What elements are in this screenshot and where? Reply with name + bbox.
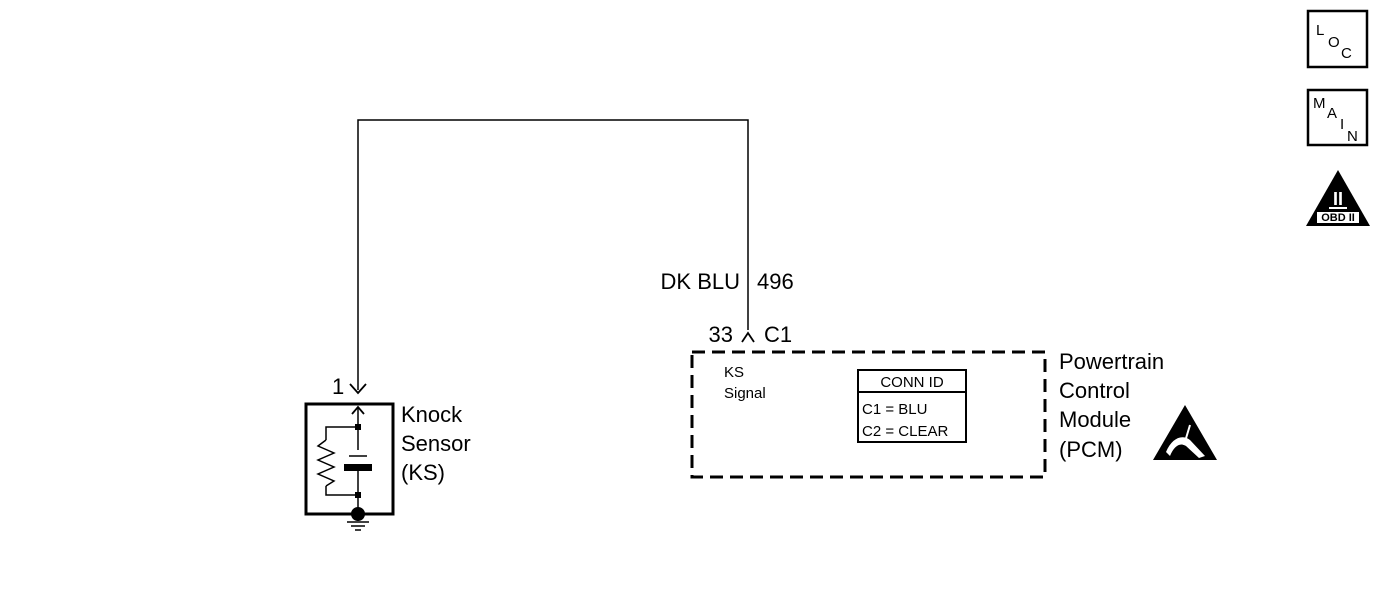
wire-circuit-label: 496 [757, 269, 794, 294]
esd-warning-icon [1153, 405, 1217, 460]
conn-id-header: CONN ID [880, 374, 944, 391]
connector-id-label: C1 [764, 322, 792, 347]
sensor-name-line-3: (KS) [401, 460, 445, 485]
connector-pin-label: 33 [709, 322, 733, 347]
main-letter-a: A [1327, 105, 1337, 122]
pcm-name-line-1: Powertrain [1059, 349, 1164, 374]
main-button[interactable]: M A I N [1306, 88, 1369, 147]
obd-ii-button[interactable]: II OBD II [1306, 170, 1370, 226]
loc-letter-o: O [1328, 34, 1340, 51]
obd-label: OBD II [1321, 212, 1355, 224]
pcm-name-line-4: (PCM) [1059, 437, 1123, 462]
conn-id-table: CONN ID C1 = BLU C2 = CLEAR [857, 369, 967, 443]
signal-wire [357, 119, 749, 390]
main-letter-m: M [1313, 95, 1326, 112]
loc-letter-l: L [1316, 22, 1324, 39]
sensor-pin-label: 1 [332, 374, 344, 399]
pcm-signal-line-1: KS [724, 364, 744, 381]
main-letter-i: I [1340, 116, 1344, 133]
sensor-name-line-2: Sensor [401, 431, 471, 456]
obd-numeral: II [1333, 189, 1343, 209]
conn-id-row-1: C1 = BLU [862, 401, 927, 418]
ground-icon [347, 507, 369, 531]
loc-letter-c: C [1341, 45, 1352, 62]
wire-color-label: DK BLU [661, 269, 740, 294]
sensor-terminal-arrow [349, 383, 367, 395]
pcm-name-line-2: Control [1059, 378, 1130, 403]
pcm-signal-line-2: Signal [724, 385, 766, 402]
main-letter-n: N [1347, 128, 1358, 145]
knock-sensor-box [304, 402, 395, 516]
pcm-terminal-caret [741, 331, 755, 343]
loc-button[interactable]: L O C [1306, 9, 1369, 69]
conn-id-row-2: C2 = CLEAR [862, 423, 948, 440]
pcm-name-line-3: Module [1059, 407, 1131, 432]
sensor-name-line-1: Knock [401, 402, 463, 427]
knock-sensor-symbol [316, 405, 372, 510]
